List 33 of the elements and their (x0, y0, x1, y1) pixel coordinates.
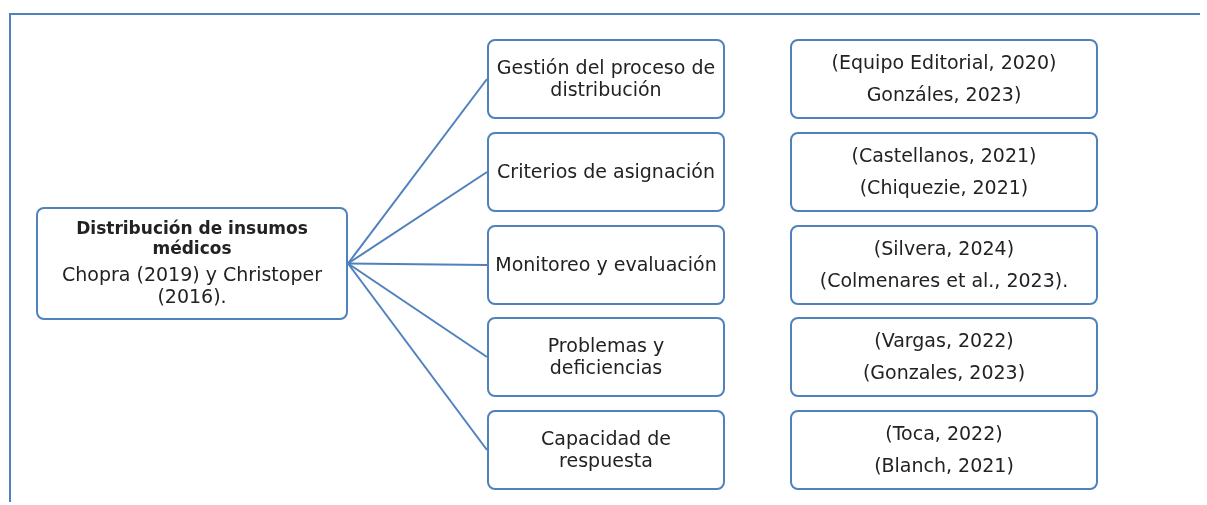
category-box (487, 225, 725, 305)
reference-text: (Chiquezie, 2021) (859, 176, 1029, 199)
reference-text: (Vargas, 2022) (874, 330, 1014, 353)
topic-reference: Chopra (2019) y Christoper (2016). (61, 264, 323, 308)
category-label: Gestión del proceso de distribución (495, 57, 717, 101)
reference-text: (Toca, 2022) (885, 423, 1003, 446)
category-label: Problemas y deficiencias (546, 335, 666, 379)
reference-box (790, 317, 1098, 397)
reference-text: (Silvera, 2024) (873, 238, 1015, 261)
category-box (487, 39, 725, 119)
category-box (487, 410, 725, 490)
reference-text: (Equipo Editorial, 2020) (831, 52, 1057, 75)
reference-text: (Blanch, 2021) (874, 454, 1014, 477)
category-box (487, 317, 725, 397)
reference-box (790, 410, 1098, 490)
topic-title: Distribución de insumos médicos (75, 219, 309, 259)
reference-text: (Castellanos, 2021) (851, 145, 1037, 168)
category-label: Monitoreo y evaluación (495, 254, 717, 276)
reference-box (790, 225, 1098, 305)
category-box (487, 132, 725, 212)
connector-line (347, 262, 488, 451)
reference-text: Gonzáles, 2023) (866, 83, 1022, 106)
category-label: Criterios de asignación (497, 161, 715, 183)
reference-text: (Colmenares et al., 2023). (819, 269, 1069, 292)
connector-line (347, 262, 488, 266)
reference-box (790, 132, 1098, 212)
topic-box (36, 207, 348, 320)
category-label: Capacidad de respuesta (540, 428, 672, 472)
connector-line (347, 262, 488, 358)
reference-text: (Gonzales, 2023) (862, 361, 1026, 384)
reference-box (790, 39, 1098, 119)
connector-line (347, 171, 488, 265)
connector-line (347, 78, 488, 265)
